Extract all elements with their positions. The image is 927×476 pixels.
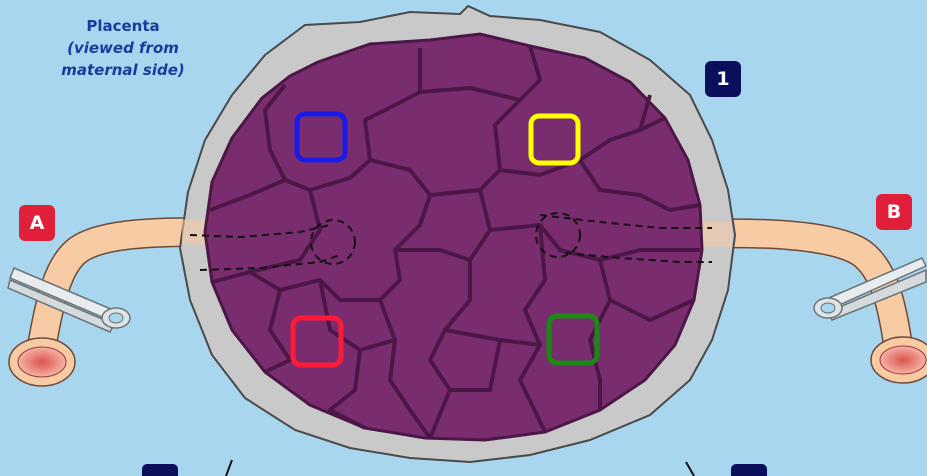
bottom-right-line (686, 462, 694, 476)
bottom-right-badge-partial (731, 464, 767, 476)
step-badge-1: 1 (705, 61, 741, 97)
diagram-title: Placenta (viewed from maternal side) (28, 15, 218, 81)
bottom-left-badge-partial (142, 464, 178, 476)
bottom-left-line (226, 460, 232, 476)
title-line-1: Placenta (28, 15, 218, 37)
title-line-3: maternal side) (28, 59, 218, 81)
cord-label-a: A (19, 205, 55, 241)
cord-label-b: B (876, 194, 912, 230)
title-line-2: (viewed from (28, 37, 218, 59)
